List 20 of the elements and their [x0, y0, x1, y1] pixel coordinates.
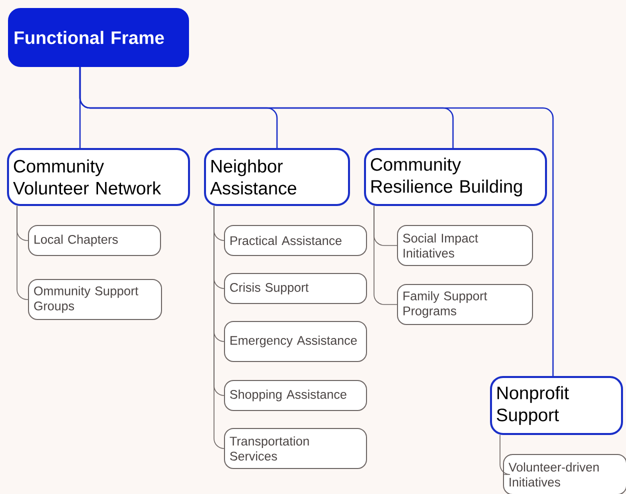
- leaf-box: Emergency Assistance: [224, 321, 367, 362]
- branch-box: Nonprofit Support: [490, 376, 623, 435]
- leaf-box: Transportation Services: [224, 428, 367, 469]
- branch-box: Community Resilience Building: [364, 148, 547, 206]
- leaf-box: Social Impact Initiatives: [397, 225, 533, 266]
- connector-line: [16, 206, 28, 300]
- root-box: Functional Frame: [8, 8, 189, 67]
- leaf-box: Practical Assistance: [224, 225, 367, 256]
- connector-line: [500, 434, 510, 475]
- connector-line: [214, 206, 224, 449]
- branch-box: Neighbor Assistance: [204, 148, 350, 206]
- leaf-box: Family Support Programs: [397, 284, 533, 325]
- leaf-box: Ommunity Support Groups: [28, 279, 162, 320]
- branch-box: Community Volunteer Network: [7, 148, 190, 206]
- connector-line: [79, 67, 554, 376]
- leaf-box: Crisis Support: [224, 273, 367, 304]
- connector-line: [374, 206, 398, 305]
- leaf-box: Shopping Assistance: [224, 380, 367, 411]
- leaf-box: Volunteer-driven Initiatives: [503, 454, 626, 494]
- leaf-box: Local Chapters: [28, 225, 161, 256]
